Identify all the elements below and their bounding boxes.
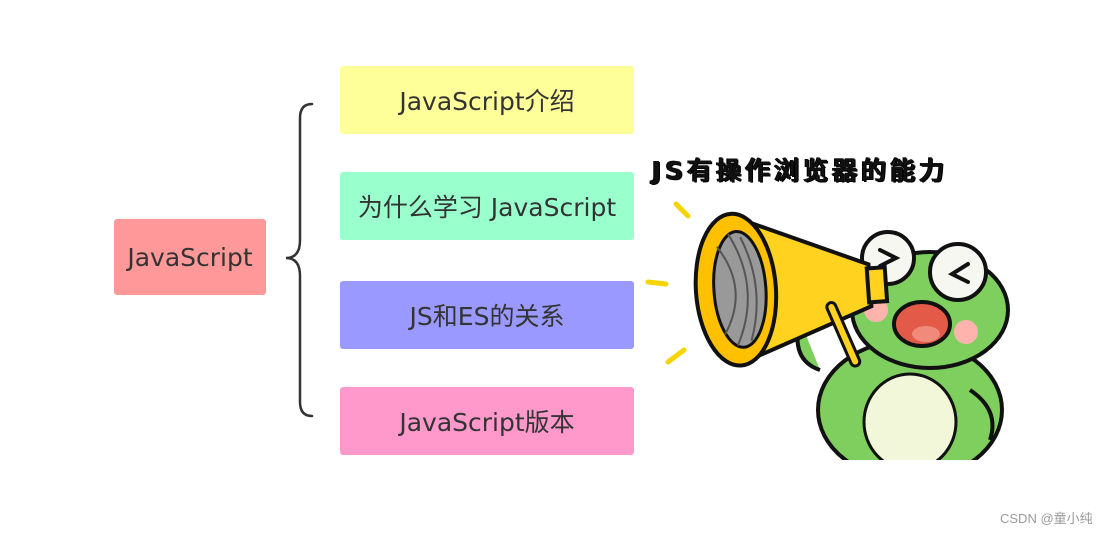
child-node-versions: JavaScript版本	[340, 387, 634, 455]
child-node-js-es-relation: JS和ES的关系	[340, 281, 634, 349]
child-node-label: JavaScript介绍	[399, 87, 575, 116]
child-node-label: 为什么学习 JavaScript	[357, 193, 617, 222]
child-node-why-learn: 为什么学习 JavaScript	[340, 172, 634, 240]
illustration-caption: JS有操作浏览器的能力	[652, 156, 949, 185]
frog-megaphone-icon	[645, 201, 1010, 460]
root-node: JavaScript	[114, 219, 266, 295]
child-node-label: JS和ES的关系	[409, 302, 565, 331]
curly-brace-connector	[285, 102, 314, 418]
child-node-intro: JavaScript介绍	[340, 66, 634, 134]
watermark: CSDN @童小纯	[1000, 511, 1093, 526]
child-node-label: JavaScript版本	[399, 408, 575, 437]
root-node-label: JavaScript	[127, 242, 253, 272]
